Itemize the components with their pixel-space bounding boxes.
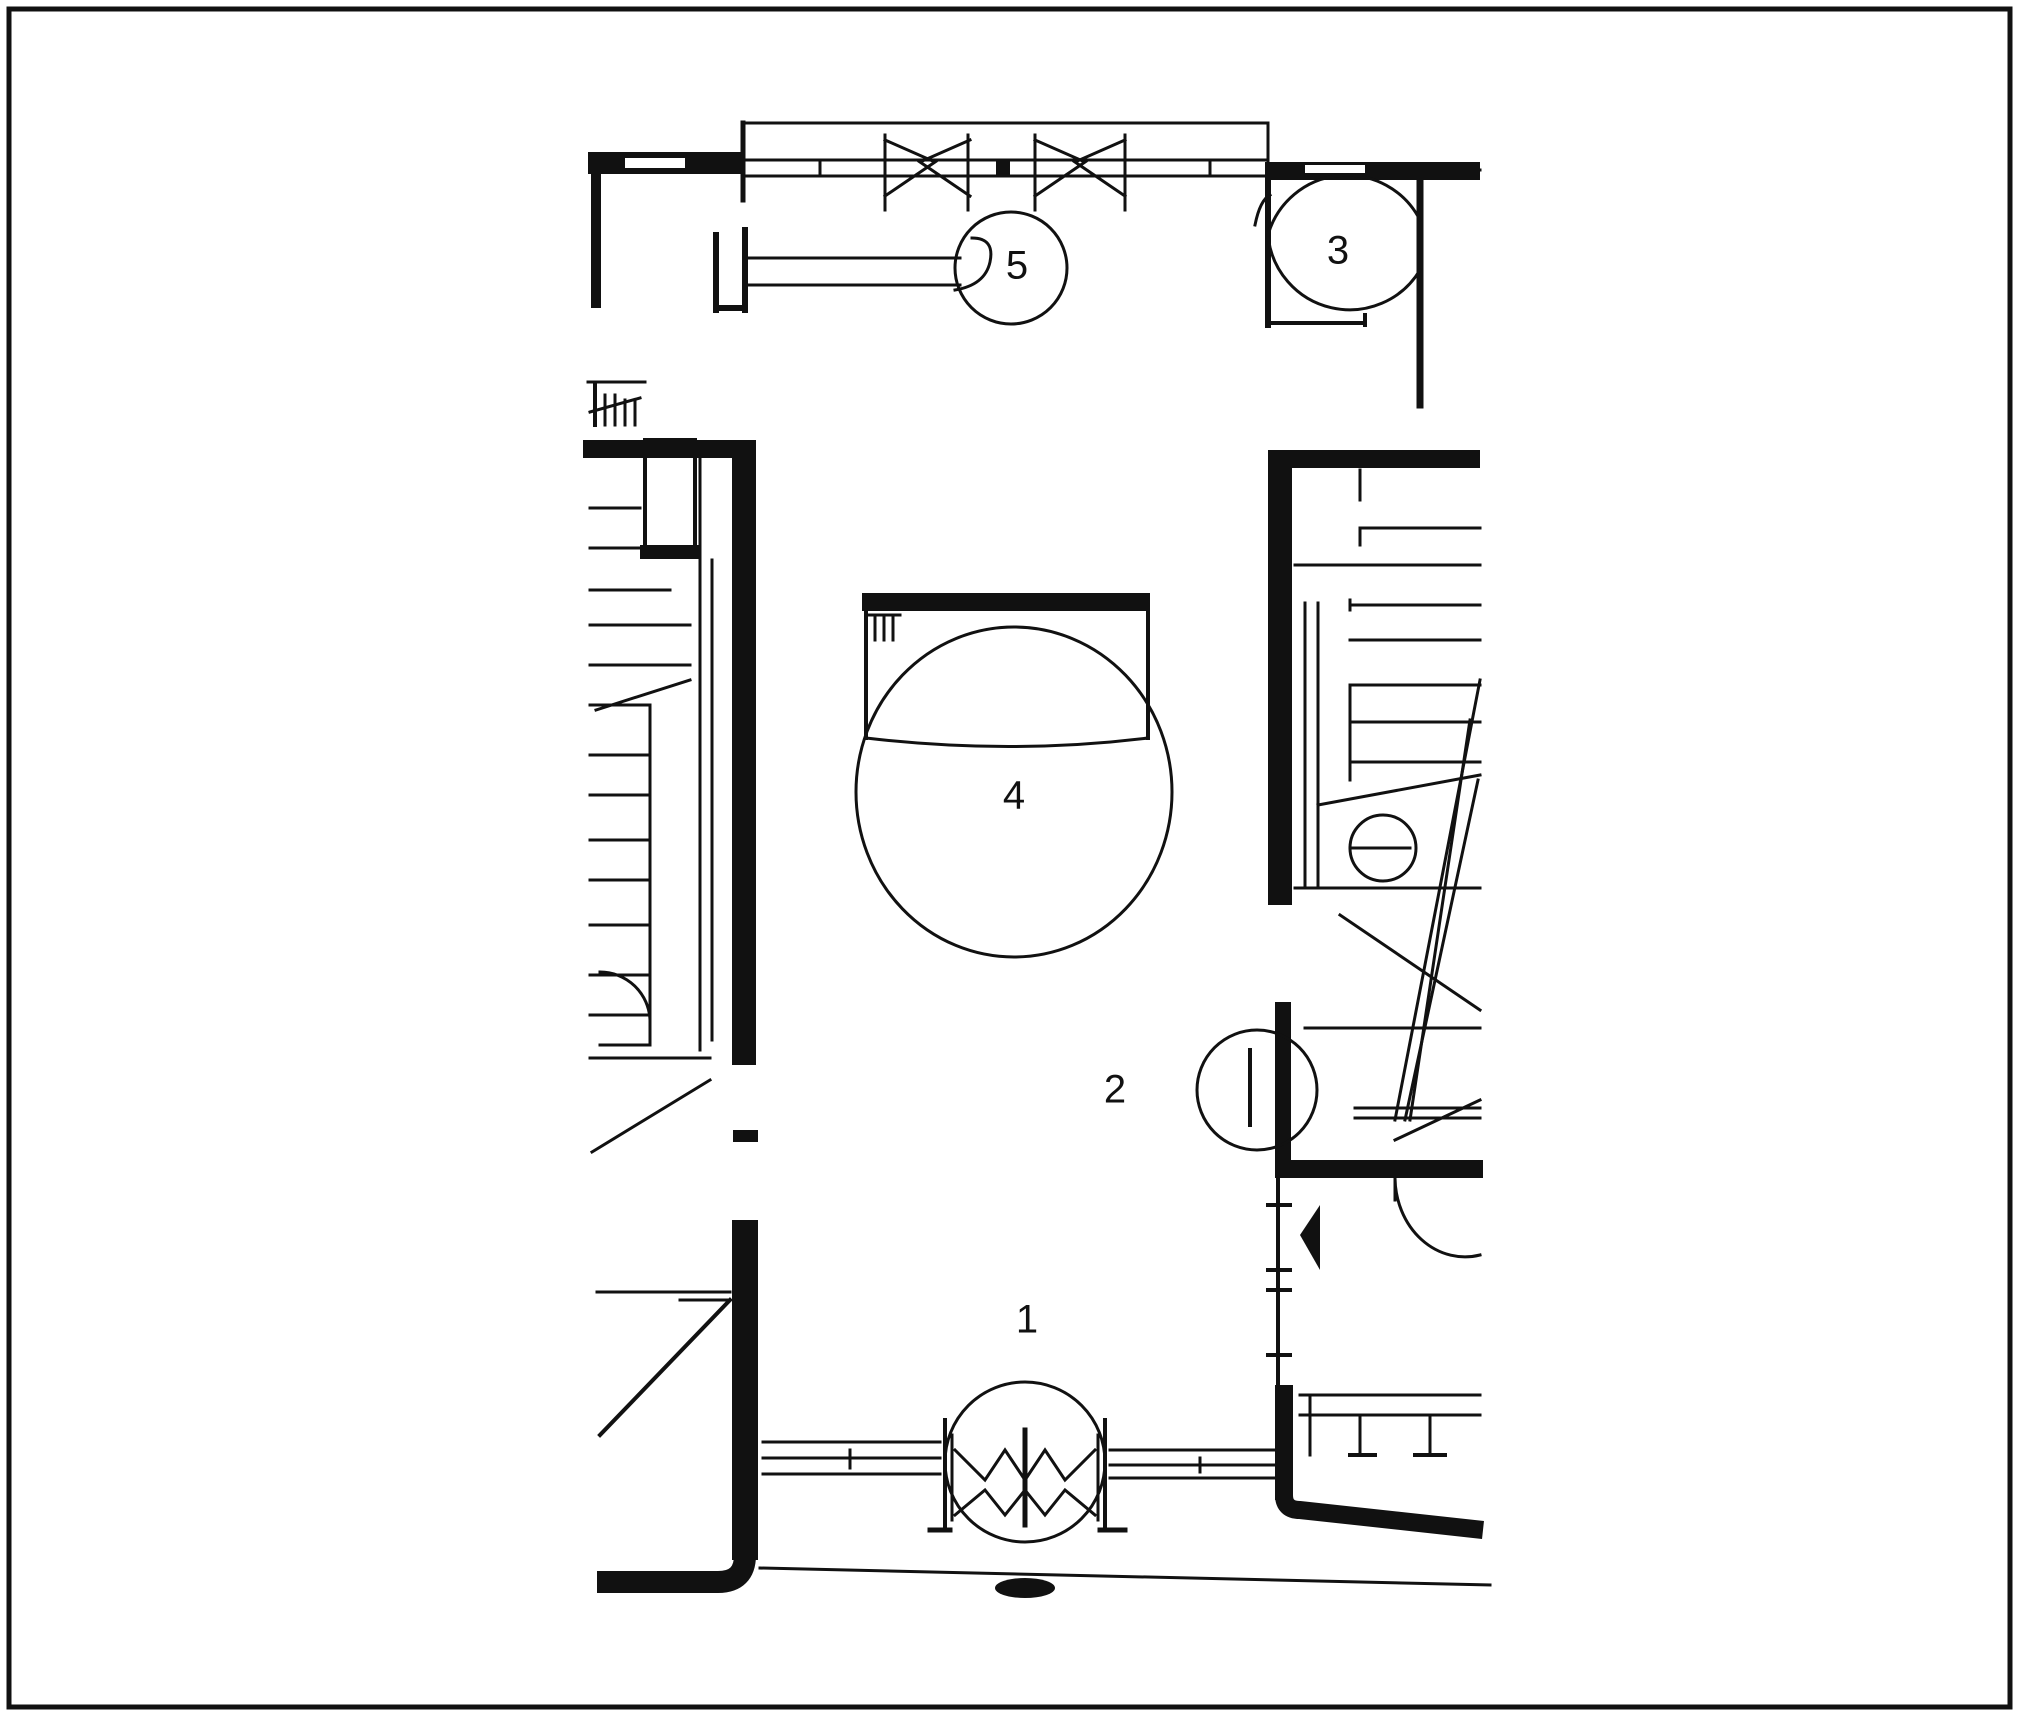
area-5-elements: [742, 210, 1069, 326]
area-label-3: 3: [1327, 229, 1349, 273]
top-revolving-door: [882, 133, 1128, 212]
area-label-2: 2: [1104, 1068, 1126, 1112]
figure-border: [6, 6, 2013, 1710]
east-wall: [1195, 450, 1484, 1539]
south-wall: [758, 1380, 1492, 1598]
area-4-elements: [854, 593, 1174, 959]
area-label-4: 4: [1003, 774, 1025, 818]
area-label-5: 5: [1006, 244, 1028, 288]
area-3-elements: [1253, 172, 1424, 409]
area-label-1: 1: [1016, 1298, 1038, 1342]
north-wall: [588, 120, 1482, 313]
plan-drawing: [583, 120, 1492, 1598]
west-wall: [583, 380, 758, 1593]
